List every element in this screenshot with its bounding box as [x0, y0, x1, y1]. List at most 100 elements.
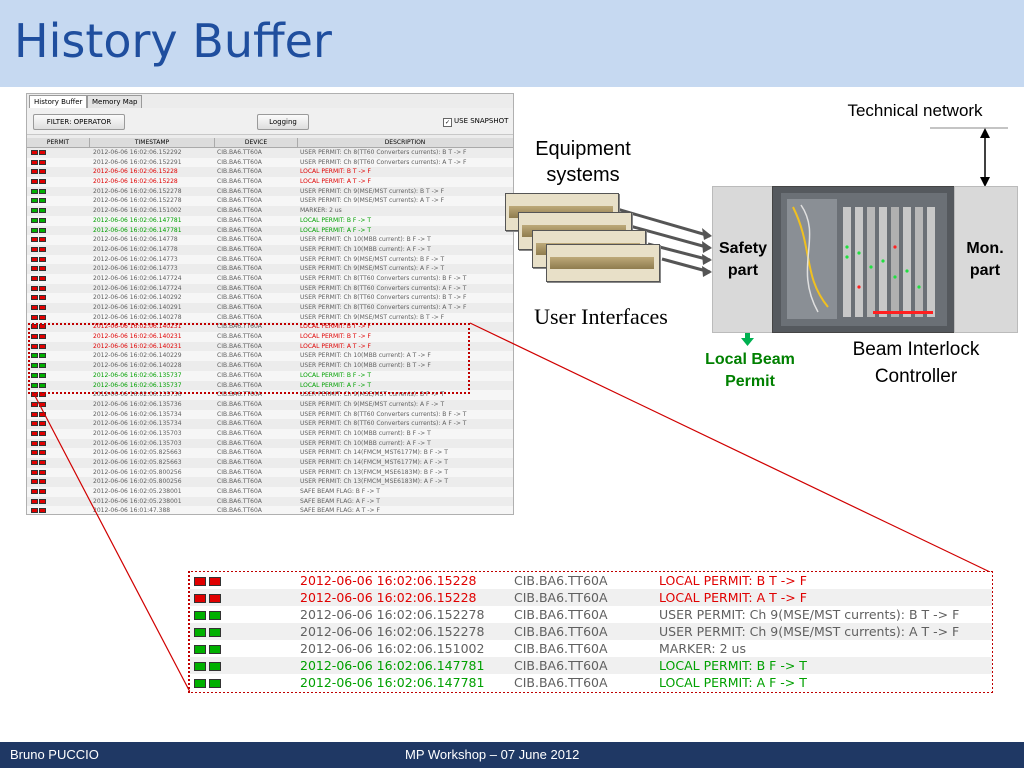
red-flag-icon — [209, 577, 221, 586]
column-description[interactable]: DESCRIPTION — [384, 139, 426, 146]
tab-memory-map[interactable]: Memory Map — [87, 95, 143, 108]
row-timestamp: 2012-06-06 16:02:06.140231 — [93, 342, 182, 350]
permit-flags — [31, 255, 47, 265]
column-device[interactable]: DEVICE — [215, 138, 298, 147]
row-timestamp: 2012-06-06 16:02:06.147781 — [300, 675, 485, 690]
row-device: CIB.BA6.TT60A — [217, 352, 262, 360]
red-flag-icon — [209, 594, 221, 603]
permit-flags — [31, 264, 47, 274]
row-timestamp: 2012-06-06 16:02:06.152278 — [93, 187, 182, 195]
row-timestamp: 2012-06-06 16:02:06.135737 — [93, 381, 182, 389]
row-timestamp: 2012-06-06 16:02:06.135736 — [93, 400, 182, 408]
permit-flags — [31, 351, 47, 361]
row-timestamp: 2012-06-06 16:02:06.15228 — [300, 590, 477, 605]
row-description: LOCAL PERMIT: A F -> T — [300, 226, 371, 234]
row-description: USER PERMIT: Ch 13(FMCM_MSE6183M): A F -… — [300, 478, 449, 486]
permit-flags — [31, 167, 47, 177]
row-device: CIB.BA6.TT60A — [217, 400, 262, 408]
row-device: CIB.BA6.TT60A — [514, 675, 608, 690]
row-device: CIB.BA6.TT60A — [217, 362, 262, 370]
logging-button[interactable]: Logging — [257, 114, 309, 130]
use-snapshot-checkbox[interactable]: ✓USE SNAPSHOT — [443, 115, 508, 127]
row-timestamp: 2012-06-06 16:02:06.14778 — [93, 236, 178, 244]
row-description: LOCAL PERMIT: B F -> T — [659, 658, 807, 673]
row-description: USER PERMIT: Ch 14(FMCM_MST6177M): B F -… — [300, 449, 448, 457]
row-device: CIB.BA6.TT60A — [217, 255, 262, 263]
green-flag-icon — [209, 628, 221, 637]
filter-button[interactable]: FILTER: OPERATOR — [33, 114, 125, 130]
permit-flags — [31, 429, 47, 439]
red-flag-icon — [39, 508, 46, 514]
tab-history-buffer[interactable]: History Buffer — [29, 95, 88, 108]
red-flag-icon — [39, 334, 46, 340]
row-device: CIB.BA6.TT60A — [217, 488, 262, 496]
permit-flags — [31, 381, 47, 391]
row-description: USER PERMIT: Ch 9(MSE/MST currents): B F… — [300, 255, 445, 263]
row-timestamp: 2012-06-06 16:02:06.147781 — [300, 658, 485, 673]
green-flag-icon — [39, 227, 46, 233]
green-flag-icon — [31, 227, 38, 233]
row-device: CIB.BA6.TT60A — [217, 429, 262, 437]
red-flag-icon — [39, 179, 46, 185]
safety-part-box — [712, 186, 776, 333]
red-flag-icon — [31, 411, 38, 417]
column-timestamp[interactable]: TIMESTAMP — [90, 138, 215, 147]
permit-flags — [31, 448, 47, 458]
green-flag-icon — [39, 363, 46, 369]
red-flag-icon — [39, 430, 46, 436]
row-timestamp: 2012-06-06 16:02:06.140231 — [93, 333, 182, 341]
row-description: USER PERMIT: Ch 13(FMCM_MSE6183M): B F -… — [300, 468, 449, 476]
row-timestamp: 2012-06-06 16:02:06.140292 — [93, 294, 182, 302]
column-permit[interactable]: PERMIT — [27, 138, 90, 147]
red-flag-icon — [31, 334, 38, 340]
red-flag-icon — [39, 237, 46, 243]
green-flag-icon — [31, 208, 38, 214]
permit-flags — [31, 284, 47, 294]
equipment-systems-label: Equipment systems — [535, 138, 631, 186]
red-flag-icon — [31, 401, 38, 407]
controller-label: Beam Interlock Controller — [852, 339, 980, 387]
row-device: CIB.BA6.TT60A — [514, 607, 608, 622]
row-timestamp: 2012-06-06 16:02:06.147724 — [93, 284, 182, 292]
row-description: LOCAL PERMIT: A T -> F — [300, 178, 371, 186]
red-flag-icon — [39, 275, 46, 281]
